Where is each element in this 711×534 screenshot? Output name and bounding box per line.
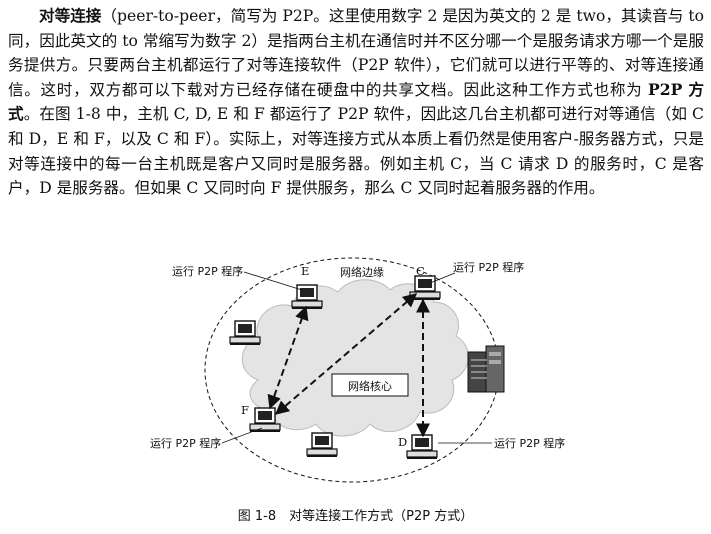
body-paragraph: 对等连接（peer-to-peer，简写为 P2P。这里使用数字 2 是因为英文… bbox=[8, 4, 704, 201]
p2p-mode-bold: P2P 方式 bbox=[8, 79, 704, 124]
term-bold: 对等连接 bbox=[39, 6, 102, 25]
host-e-letter: E bbox=[301, 264, 309, 278]
p2p-label-e: 运行 P2P 程序 bbox=[172, 264, 243, 278]
leader-f bbox=[221, 427, 263, 444]
edge-label: 网络边缘 bbox=[340, 265, 384, 279]
figure-caption: 图 1-8 对等连接工作方式（P2P 方式） bbox=[237, 509, 474, 524]
host-c-letter: C bbox=[416, 264, 425, 278]
p2p-label-f: 运行 P2P 程序 bbox=[150, 436, 221, 450]
leader-e bbox=[243, 271, 303, 291]
p2p-label-d: 运行 P2P 程序 bbox=[494, 436, 565, 450]
paragraph-text-1: （peer-to-peer，简写为 P2P。这里使用数字 2 是因为英文的 2 … bbox=[8, 7, 704, 99]
leader-c bbox=[429, 272, 456, 284]
host-plain-left bbox=[229, 320, 261, 346]
host-f bbox=[249, 407, 281, 433]
paragraph-text-2: 。在图 1-8 中，主机 C, D, E 和 F 都运行了 P2P 软件，因此这… bbox=[8, 105, 704, 198]
server-icon bbox=[467, 345, 505, 393]
host-f-letter: F bbox=[241, 403, 249, 417]
network-core-cloud bbox=[241, 279, 469, 437]
host-plain-bottom bbox=[306, 432, 338, 458]
arrow-c-f bbox=[274, 293, 418, 415]
host-d-letter: D bbox=[398, 435, 407, 449]
p2p-label-c: 运行 P2P 程序 bbox=[453, 260, 524, 274]
core-label: 网络核心 bbox=[348, 379, 392, 393]
host-d bbox=[406, 434, 438, 460]
